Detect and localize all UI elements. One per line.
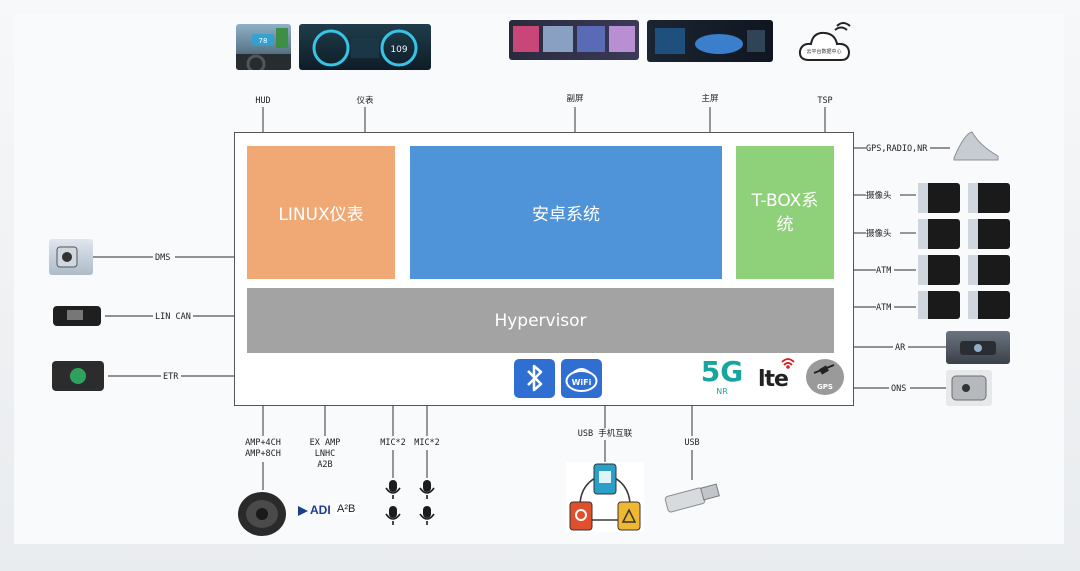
label-etr: ETR bbox=[163, 372, 179, 382]
label-mic-1: MIC*2 bbox=[380, 438, 406, 448]
label-amp: AMP+4CH AMP+8CH bbox=[245, 438, 281, 460]
label-mic-2: MIC*2 bbox=[414, 438, 440, 448]
label-dms: DMS bbox=[155, 253, 171, 263]
adi-a2b-logo: ADI A²B bbox=[297, 502, 361, 520]
hud-readout: 78 bbox=[259, 37, 268, 45]
label-gps-radio-nr: GPS,RADIO,NR bbox=[866, 144, 928, 154]
label-ons: ONS bbox=[891, 384, 907, 394]
gps-icon: GPS bbox=[806, 359, 844, 395]
linux-cluster-block: LINUX仪表 bbox=[247, 146, 395, 279]
tbox-block: T-BOX系 统 bbox=[736, 146, 834, 279]
phone-interconnect-icon bbox=[566, 462, 644, 532]
wifi-text: WiFi bbox=[572, 378, 592, 387]
tbox-label-line1: T-BOX系 bbox=[751, 190, 819, 211]
etr-module-image bbox=[48, 357, 108, 395]
label-ext-amp: EX AMP LNHC A2B bbox=[310, 438, 341, 471]
label-ext-line1: EX AMP bbox=[309, 438, 341, 448]
usb-drive-icon bbox=[662, 480, 724, 516]
label-usb: USB bbox=[684, 438, 700, 448]
ons-device-image bbox=[946, 370, 992, 406]
label-camera-2: 摄像头 bbox=[866, 229, 892, 239]
hud-image: 78 bbox=[236, 24, 291, 70]
label-usb-phone: USB 手机互联 bbox=[577, 429, 633, 439]
lte-text: lte bbox=[758, 367, 789, 392]
speaker-icon bbox=[236, 490, 288, 538]
a2b-text: A²B bbox=[335, 503, 358, 515]
bluetooth-icon bbox=[514, 359, 555, 398]
lin-can-module-image bbox=[49, 302, 105, 330]
shark-fin-antenna-image bbox=[950, 128, 1002, 164]
label-camera-1: 摄像头 bbox=[866, 191, 892, 201]
label-atm-1: ATM bbox=[876, 266, 892, 276]
5g-text: 5G bbox=[700, 355, 744, 388]
cluster-readout: 109 bbox=[390, 45, 407, 55]
label-amp-line1: AMP+4CH bbox=[245, 438, 281, 448]
camera-grid bbox=[916, 181, 1012, 321]
system-box: LINUX仪表 安卓系统 T-BOX系 统 Hypervisor WiFi 5G… bbox=[234, 132, 854, 406]
gps-text: GPS bbox=[817, 383, 833, 391]
label-sub-screen: 副屏 bbox=[566, 94, 584, 104]
tbox-label-line2: 统 bbox=[776, 214, 794, 235]
5g-nr-badge: 5G NR bbox=[697, 357, 747, 399]
wifi-icon: WiFi bbox=[561, 359, 602, 398]
label-amp-line2: AMP+8CH bbox=[245, 449, 281, 459]
cloud-icon: 云平台数据中心 bbox=[797, 20, 855, 68]
android-system-block: 安卓系统 bbox=[410, 146, 722, 279]
label-ext-line2: LNHC bbox=[314, 449, 336, 459]
hypervisor-block: Hypervisor bbox=[247, 288, 834, 353]
main-screen-image bbox=[647, 20, 773, 62]
label-main-screen: 主屏 bbox=[701, 94, 719, 104]
label-tsp: TSP bbox=[817, 96, 833, 106]
label-atm-2: ATM bbox=[876, 303, 892, 313]
sub-screen-image bbox=[509, 20, 639, 60]
label-lin-can: LIN CAN bbox=[155, 312, 191, 322]
cloud-caption: 云平台数据中心 bbox=[806, 48, 841, 55]
ar-device-image bbox=[946, 331, 1010, 364]
microphone-icons bbox=[383, 478, 439, 528]
nr-text: NR bbox=[716, 387, 728, 396]
adi-text: ADI bbox=[310, 503, 331, 517]
label-ar: AR bbox=[895, 343, 906, 353]
cluster-image: 109 bbox=[299, 24, 431, 70]
lte-badge: lte bbox=[758, 357, 800, 397]
dms-camera-image bbox=[49, 239, 93, 275]
label-cluster: 仪表 bbox=[356, 96, 374, 106]
label-ext-line3: A2B bbox=[317, 460, 333, 470]
label-hud: HUD bbox=[255, 96, 271, 106]
